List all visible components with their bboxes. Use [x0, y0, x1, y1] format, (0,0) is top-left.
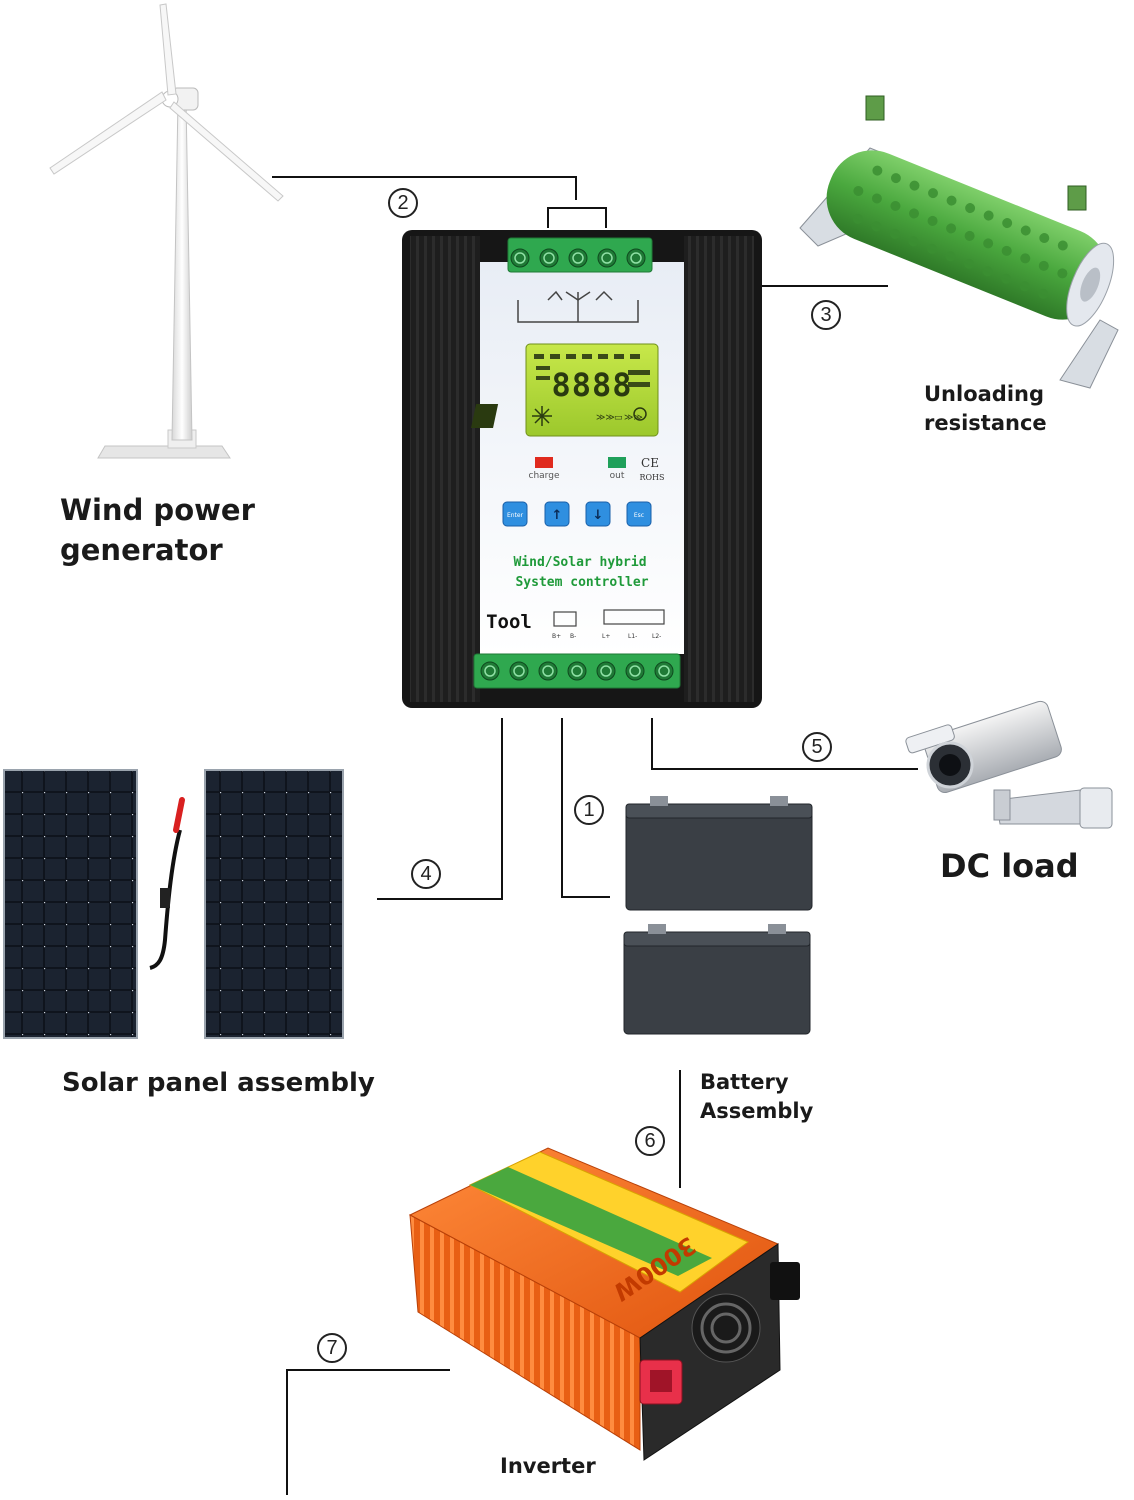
wire-battery — [561, 718, 610, 898]
connection-number-6: 6 — [635, 1126, 665, 1156]
terminal-label-l2: L2- — [652, 633, 661, 640]
connection-number-5: 5 — [802, 732, 832, 762]
battery-assembly-label: Battery Assembly — [700, 1068, 813, 1126]
up-button-label: ↑ — [552, 508, 563, 523]
battery-assembly-illustration — [623, 796, 813, 1035]
wire-dc-load — [651, 718, 918, 770]
wind-generator-label: Wind power generator — [60, 490, 255, 570]
connection-number-1: 1 — [574, 795, 604, 825]
connection-number-3: 3 — [811, 300, 841, 330]
terminal-label-b-minus: B- — [570, 633, 576, 640]
rohs-mark: ROHS — [639, 473, 664, 482]
controller-title-line2: System controller — [515, 575, 648, 590]
out-label: out — [610, 471, 625, 481]
battery-assembly-label-line1: Battery — [700, 1070, 789, 1094]
solar-panel-label: Solar panel assembly — [62, 1068, 375, 1098]
inverter-brand-text: POWER INVERTER — [134, 1393, 256, 1452]
lcd-digits: 8888 — [551, 366, 632, 404]
svg-text:▭: ▭ — [614, 413, 623, 423]
terminal-label-b-plus: B+ — [552, 633, 561, 640]
svg-text:≫≫: ≫≫ — [596, 413, 615, 423]
solar-panels-illustration — [3, 769, 344, 1039]
svg-text:≫≫: ≫≫ — [624, 413, 643, 423]
esc-button-label: Esc — [634, 512, 644, 519]
wire-solar — [377, 718, 503, 900]
battery-assembly-label-line2: Assembly — [700, 1099, 814, 1123]
wire-inverter-out — [286, 1369, 450, 1495]
enter-button-label: Enter — [507, 512, 524, 519]
terminal-label-l1: L1- — [628, 633, 637, 640]
unloading-resistance-label-line2: resistance — [924, 411, 1047, 435]
inverter-illustration: POWER INVERTER 3000W — [134, 1147, 800, 1461]
controller-buttons: Enter ↑ ↓ Esc — [502, 501, 652, 527]
controller-title-line1: Wind/Solar hybrid — [513, 555, 646, 570]
connection-number-2: 2 — [388, 188, 418, 218]
terminal-label-l-plus: L+ — [602, 633, 610, 640]
hybrid-controller-illustration: 8888 ≫≫ ▭ ≫≫ charge out CE ROHS Enter ↑ … — [402, 230, 762, 708]
wind-generator-label-line2: generator — [60, 533, 223, 567]
down-button-label: ↓ — [593, 508, 604, 523]
wire-wind — [272, 176, 577, 200]
connection-number-7: 7 — [317, 1333, 347, 1363]
dc-load-label: DC load — [940, 847, 1079, 885]
unloading-resistor-illustration — [799, 95, 1119, 389]
dc-load-camera-illustration — [905, 700, 1113, 829]
ce-mark: CE — [641, 456, 659, 470]
inverter-label: Inverter — [500, 1454, 596, 1478]
charge-label: charge — [529, 471, 560, 481]
tool-label: Tool — [486, 611, 532, 633]
wind-turbine-illustration — [49, 3, 284, 459]
unloading-resistance-label-line1: Unloading — [924, 382, 1045, 406]
connection-number-4: 4 — [411, 859, 441, 889]
unloading-resistance-label: Unloading resistance — [924, 380, 1047, 438]
wire-wind-split — [547, 207, 607, 228]
wind-generator-label-line1: Wind power — [60, 493, 255, 527]
